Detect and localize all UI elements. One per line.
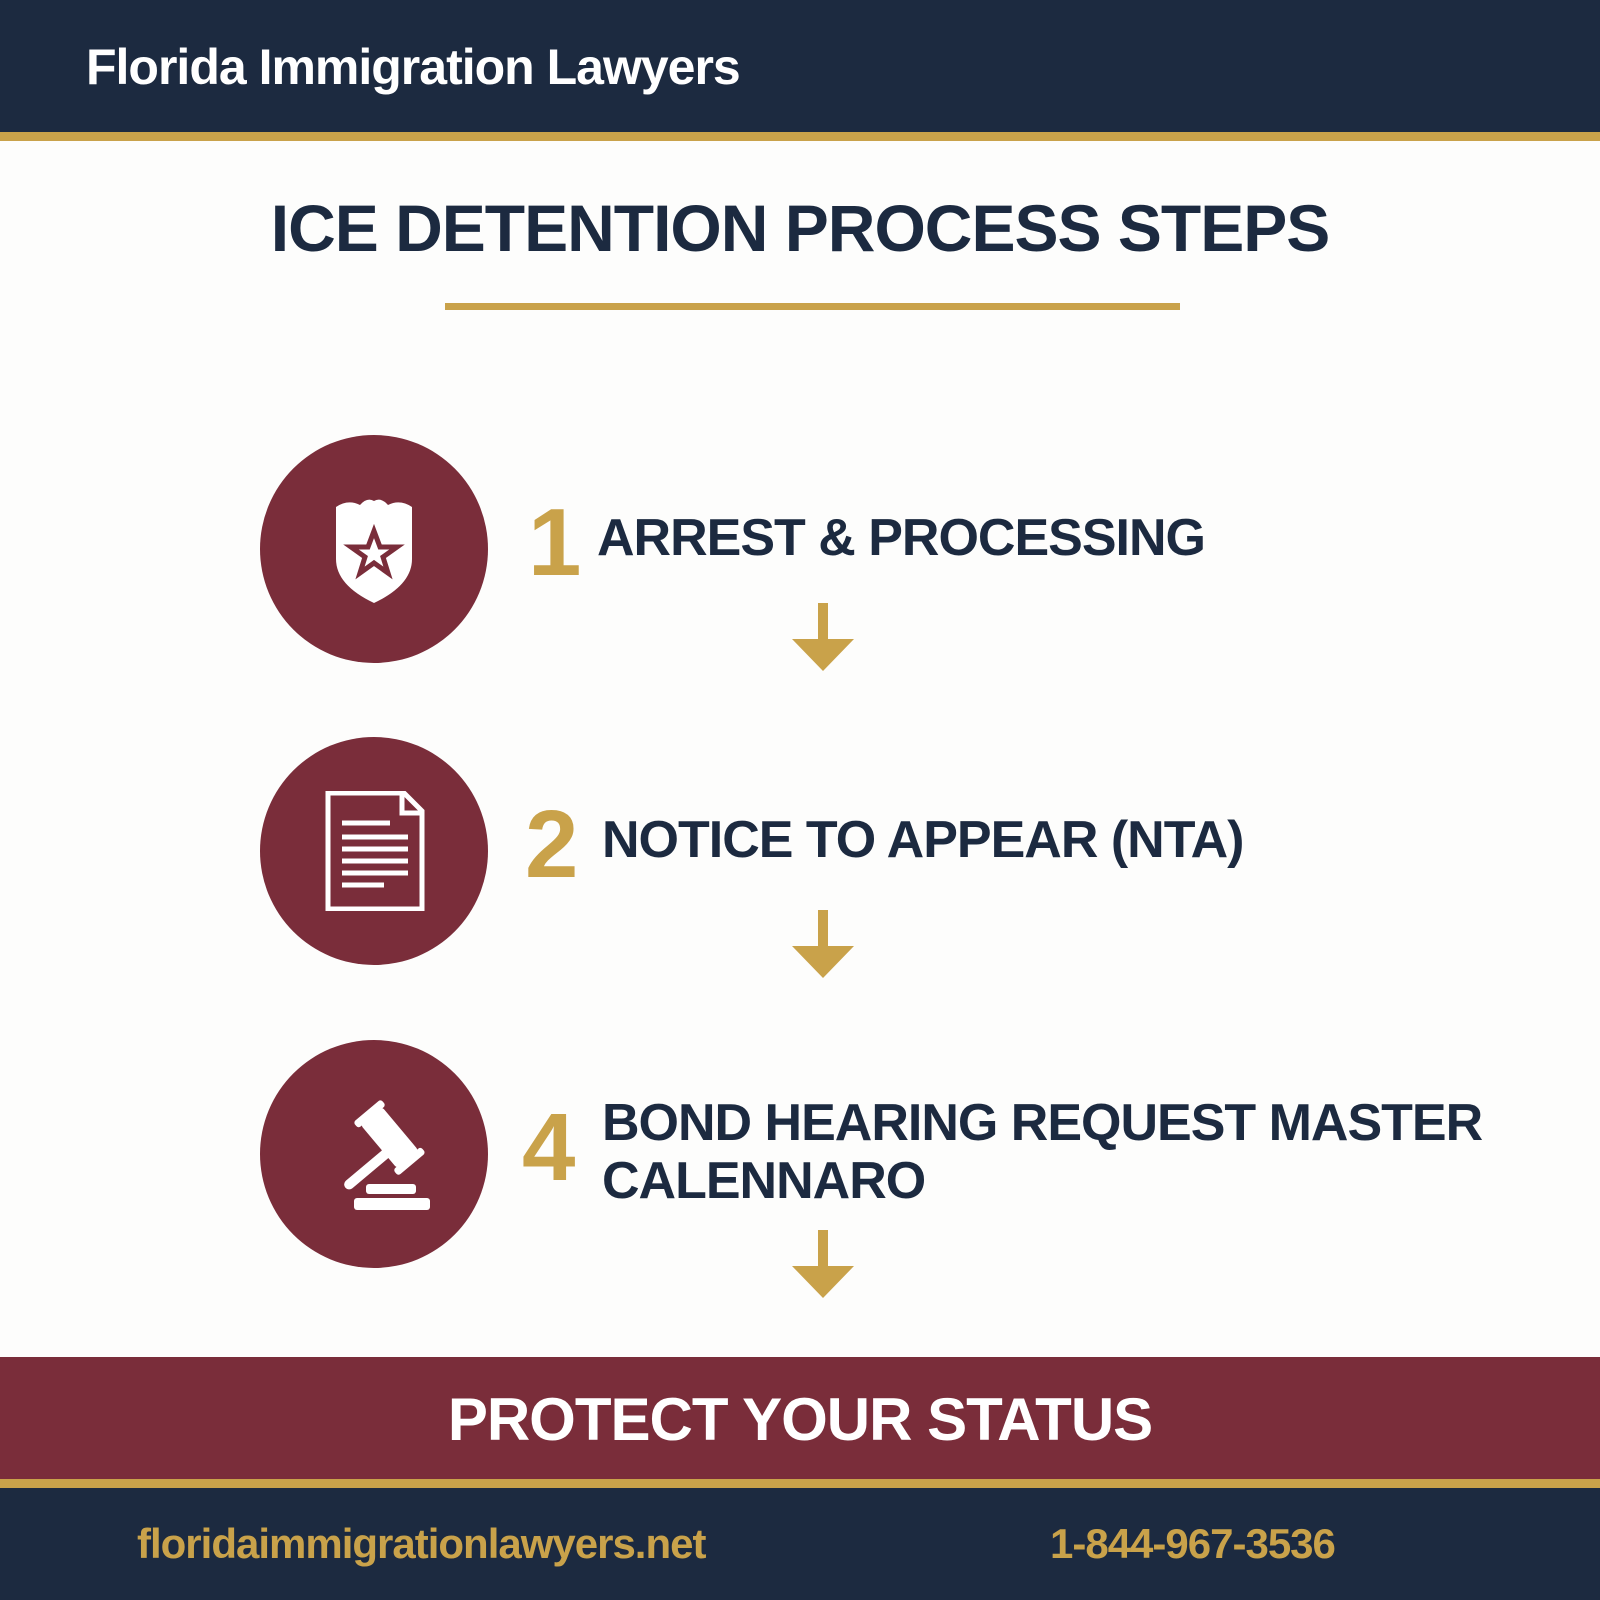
arrow-down-icon: [792, 603, 854, 671]
brand-name: Florida Immigration Lawyers: [86, 39, 741, 95]
header-divider: [0, 132, 1600, 141]
website-link[interactable]: floridaimmigrationlawyers.net: [137, 1520, 706, 1567]
step-2-icon-circle: [260, 737, 488, 965]
step-2-label: NOTICE TO APPEAR (NTA): [602, 811, 1244, 869]
footer-bar: [0, 1488, 1600, 1600]
title-underline: [445, 303, 1180, 310]
step-3-label: BOND HEARING REQUEST MASTER CALENNARO: [602, 1094, 1483, 1211]
gavel-icon: [344, 1100, 430, 1210]
step-2-number: 2: [525, 791, 579, 898]
step-1-label: ARREST & PROCESSING: [597, 509, 1206, 567]
step-3-icon-circle: [260, 1040, 488, 1268]
cta-banner: [0, 1357, 1600, 1479]
step-1-icon-circle: [260, 435, 488, 663]
cta-banner-text: PROTECT YOUR STATUS: [447, 1386, 1153, 1453]
header-bar: [0, 0, 1600, 134]
document-icon: [325, 791, 425, 911]
footer-divider: [0, 1479, 1600, 1488]
step-3-number: 4: [522, 1094, 576, 1201]
arrow-down-icon: [792, 910, 854, 978]
page-title: ICE DETENTION PROCESS STEPS: [270, 191, 1331, 265]
arrow-down-icon: [792, 1230, 854, 1298]
police-badge-icon: [336, 499, 412, 603]
phone-number[interactable]: 1-844-967-3536: [1050, 1520, 1336, 1567]
step-1-number: 1: [528, 489, 582, 596]
